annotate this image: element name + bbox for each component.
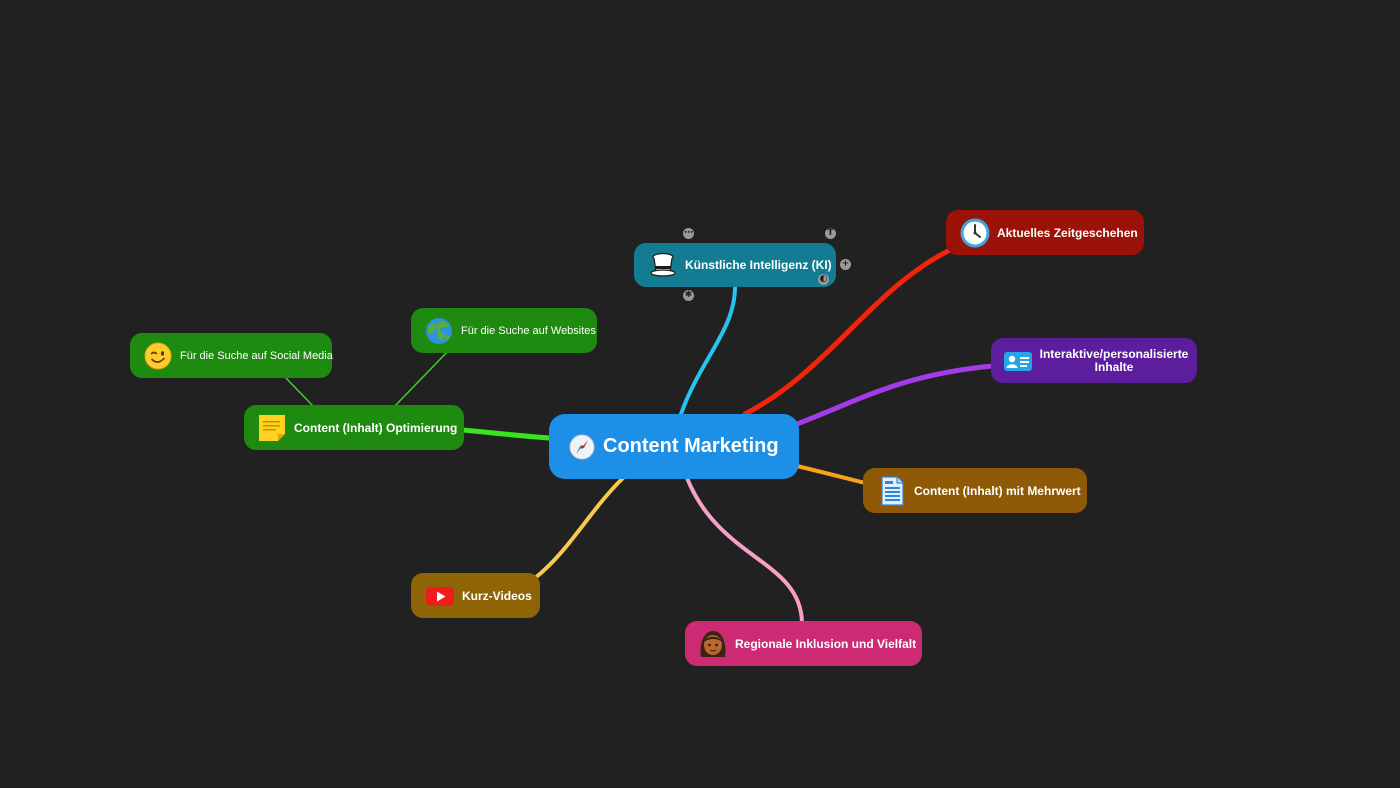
topic-node-interaktiv[interactable]: Interaktive/personalisierte Inhalte	[991, 338, 1197, 383]
topic-label-zeitgeschehen: Aktuelles Zeitgeschehen	[997, 225, 1138, 240]
central-topic-label: Content Marketing	[603, 435, 779, 457]
topic-node-ki[interactable]: Künstliche Intelligenz (KI)	[634, 243, 836, 287]
youtube-icon	[425, 581, 455, 611]
compass-icon	[569, 434, 595, 460]
document-icon	[877, 475, 907, 506]
subtopic-label-social-media: Für die Suche auf Social Media	[180, 349, 333, 362]
clock-icon	[960, 218, 990, 248]
more-handle-icon[interactable]: ✱	[683, 290, 694, 301]
connector-interaktiv	[794, 363, 995, 427]
connector-kurz	[533, 476, 625, 580]
text-handle-icon[interactable]: T	[825, 228, 836, 239]
sticky-note-icon	[257, 413, 287, 443]
topic-label-interaktiv: Interaktive/personalisierte Inhalte	[1039, 346, 1189, 374]
contact-card-icon	[1003, 346, 1033, 376]
connector-websites	[394, 351, 448, 407]
connector-mehrwert	[795, 464, 867, 485]
add-child-handle-icon[interactable]: +	[840, 259, 851, 270]
woman-face-icon	[698, 629, 728, 659]
topic-node-regional[interactable]: Regionale Inklusion und Vielfalt	[685, 621, 922, 666]
subtopic-label-websites: Für die Suche auf Websites	[461, 324, 596, 337]
subtopic-node-websites[interactable]: Für die Suche auf Websites	[411, 308, 597, 353]
style-handle-icon[interactable]: ◐	[818, 274, 829, 285]
connector-regional	[685, 476, 804, 624]
top-hat-icon	[648, 250, 678, 280]
topic-label-ki: Künstliche Intelligenz (KI)	[685, 258, 832, 272]
winking-face-icon	[143, 341, 173, 371]
topic-node-mehrwert[interactable]: Content (Inhalt) mit Mehrwert	[863, 468, 1087, 513]
topic-node-zeitgeschehen[interactable]: Aktuelles Zeitgeschehen	[946, 210, 1144, 255]
topic-label-mehrwert: Content (Inhalt) mit Mehrwert	[914, 483, 1081, 498]
connector-social	[284, 376, 314, 407]
central-topic-node[interactable]: Content Marketing	[549, 414, 799, 479]
connector-ki	[679, 285, 737, 416]
connector-optimierung	[460, 427, 552, 441]
globe-icon	[424, 316, 454, 346]
topic-label-kurz-videos: Kurz-Videos	[462, 588, 532, 603]
subtopic-node-social-media[interactable]: Für die Suche auf Social Media	[130, 333, 333, 378]
topic-node-kurz-videos[interactable]: Kurz-Videos	[411, 573, 540, 618]
topic-label-optimierung: Content (Inhalt) Optimierung	[294, 420, 458, 435]
connector-zeit	[742, 247, 953, 417]
collapse-handle-icon[interactable]: ⋯	[683, 228, 694, 239]
topic-label-regional: Regionale Inklusion und Vielfalt	[735, 636, 917, 651]
topic-node-optimierung[interactable]: Content (Inhalt) Optimierung	[244, 405, 464, 450]
